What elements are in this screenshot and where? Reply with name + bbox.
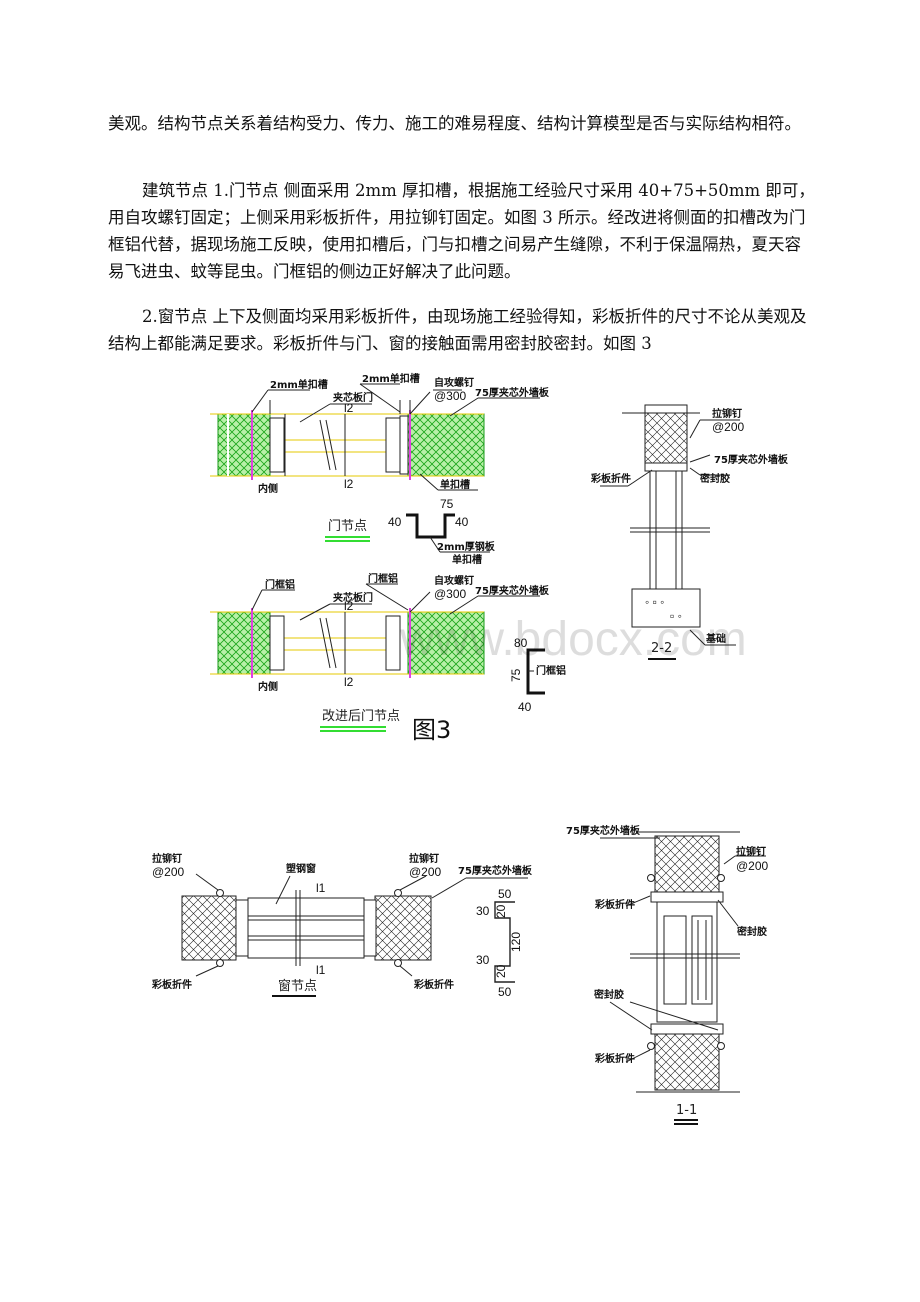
paragraph-2: 建筑节点 1.门节点 侧面采用 2mm 厚扣槽，根据施工经验尺寸采用 40+75…: [108, 181, 815, 281]
s22-label-wall-panel: 75厚夹芯外墙板: [714, 453, 789, 466]
door-label-75: 75: [440, 497, 454, 511]
s11-label-flashing-bottom: 彩板折件: [594, 1052, 635, 1065]
window-label-pvc-window: 塑钢窗: [286, 862, 316, 875]
profile-dim-20-top: 20: [494, 904, 508, 918]
window-label-l1-top: l1: [316, 881, 326, 895]
door-label-l2-top: l2: [344, 401, 354, 415]
s22-label-sealant: 密封胶: [700, 472, 730, 485]
profile-dim-30-top: 30: [476, 904, 490, 918]
s11-label-flashing-top: 彩板折件: [594, 898, 635, 911]
door-label-screw: 自攻螺钉: [434, 376, 474, 389]
improved-label-frame-left: 门框铝: [265, 578, 295, 591]
window-label-rivet-right: 拉铆钉: [409, 852, 439, 865]
profile-dim-120: 120: [509, 932, 523, 952]
window-label-rivet-left-spacing: @200: [152, 865, 185, 879]
window-label-wall-panel: 75厚夹芯外墙板: [458, 864, 533, 877]
concrete-mark-2: ▫ ◦: [670, 609, 682, 623]
s22-label-rivet: 拉铆钉: [712, 407, 742, 420]
door-node-caption: 门节点: [328, 519, 367, 534]
door-label-single-channel: 单扣槽: [440, 478, 470, 491]
door-label-wall-panel: 75厚夹芯外墙板: [475, 386, 550, 399]
profile-dim-top: 50: [498, 887, 512, 901]
s11-label-wall-panel: 75厚夹芯外墙板: [566, 824, 641, 837]
section-2-2-drawing: ◦ ▫ ◦ ▫ ◦ 拉铆钉 @200 75厚夹芯外墙板 彩板折件 密封胶 基础 …: [590, 404, 789, 660]
door-label-channel-left: 2mm单扣槽: [270, 378, 328, 391]
improved-label-screw-spacing: @300: [434, 587, 467, 601]
flashing-profile-drawing: 50 30 20 120 30 20 50: [476, 887, 523, 999]
channel-dim-right: 40: [455, 515, 469, 529]
paragraph-1: 美观。结构节点关系着结构受力、传力、施工的难易程度、结构计算模型是否与实际结构相…: [108, 114, 801, 133]
improved-label-l2-bottom: l2: [344, 675, 354, 689]
frame-label: 门框铝: [536, 664, 566, 677]
concrete-mark-1: ◦ ▫ ◦: [645, 595, 664, 609]
door-label-panel-door: 夹芯板门: [333, 391, 373, 404]
channel-dim-left: 40: [388, 515, 402, 529]
channel-label-sub: 单扣槽: [452, 553, 482, 566]
door-node-drawing: 2mm单扣槽 2mm单扣槽 夹芯板门 自攻螺钉 @300 75厚夹芯外墙板 内侧…: [210, 372, 550, 566]
improved-door-node-caption: 改进后门节点: [322, 709, 400, 724]
figure-3-title: 图3: [412, 716, 451, 744]
door-label-inner-side: 内侧: [258, 482, 278, 495]
section-2-2-caption: 2-2: [651, 641, 672, 656]
s22-label-foundation: 基础: [705, 632, 726, 645]
window-label-rivet-left: 拉铆钉: [152, 852, 182, 865]
door-label-l2-bottom: l2: [344, 477, 354, 491]
window-node-drawing: 拉铆钉 @200 塑钢窗 拉铆钉 @200 75厚夹芯外墙板 l1 l1 彩板折…: [151, 852, 533, 997]
window-label-flashing-right: 彩板折件: [413, 978, 454, 991]
door-label-screw-spacing: @300: [434, 389, 467, 403]
s22-label-rivet-spacing: @200: [712, 420, 745, 434]
window-label-l1-bottom: l1: [316, 963, 326, 977]
s11-label-rivet: 拉铆钉: [736, 845, 766, 858]
s11-label-rivet-spacing: @200: [736, 859, 769, 873]
improved-label-l2-top: l2: [344, 599, 354, 613]
s22-label-flashing: 彩板折件: [590, 472, 631, 485]
frame-dim-bottom: 40: [518, 700, 532, 714]
paragraph-3: 2.窗节点 上下及侧面均采用彩板折件，由现场施工经验得知，彩板折件的尺寸不论从美…: [108, 307, 807, 353]
door-label-channel-right: 2mm单扣槽: [362, 372, 420, 385]
section-1-1-caption: 1-1: [676, 1103, 697, 1118]
profile-dim-bottom: 50: [498, 985, 512, 999]
profile-dim-20-bottom: 20: [494, 964, 508, 978]
improved-label-inner-side: 内侧: [258, 680, 278, 693]
improved-label-wall-panel: 75厚夹芯外墙板: [475, 584, 550, 597]
frame-dim-top: 80: [514, 636, 528, 650]
window-label-flashing-left: 彩板折件: [151, 978, 192, 991]
s11-label-sealant-right: 密封胶: [737, 925, 767, 938]
frame-dim-side: 75: [509, 668, 523, 682]
improved-door-node-drawing: 门框铝 夹芯板门 门框铝 自攻螺钉 @300 75厚夹芯外墙板 内侧 l2 l2…: [210, 572, 566, 732]
improved-label-panel-door: 夹芯板门: [333, 591, 373, 604]
s11-label-sealant-left: 密封胶: [594, 988, 624, 1001]
channel-label-steel: 2mm厚钢板: [437, 540, 496, 553]
window-label-rivet-right-spacing: @200: [409, 865, 442, 879]
section-1-1-drawing: 75厚夹芯外墙板 拉铆钉 @200 彩板折件 密封胶 密封胶 彩板折件 1-1: [566, 824, 769, 1125]
improved-label-screw: 自攻螺钉: [434, 574, 474, 587]
improved-label-frame-right: 门框铝: [368, 572, 398, 585]
window-node-caption: 窗节点: [278, 978, 317, 994]
profile-dim-30-bottom: 30: [476, 953, 490, 967]
watermark: www.bdocx.com: [399, 613, 747, 666]
